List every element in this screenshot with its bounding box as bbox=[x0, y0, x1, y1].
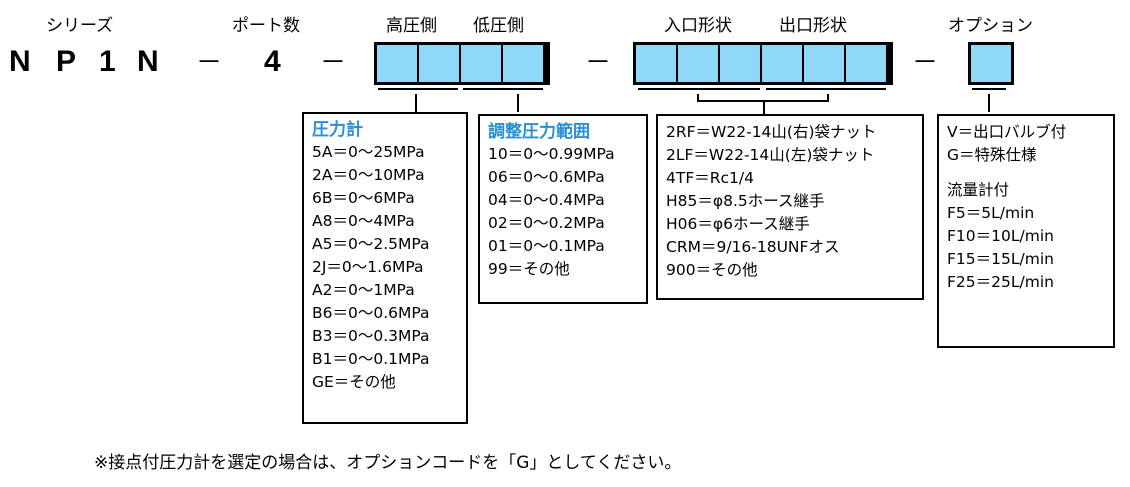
flow-item: F10＝10L/min bbox=[947, 227, 1054, 245]
shape-item: CRM＝9/16-18UNFオス bbox=[666, 238, 840, 256]
option-item: G＝特殊仕様 bbox=[947, 146, 1037, 164]
adjust-item: 04＝0～0.4MPa bbox=[488, 191, 605, 209]
option-header: オプション bbox=[948, 16, 1033, 36]
option-spacer bbox=[947, 167, 1105, 179]
series-letter-p: P bbox=[56, 45, 77, 78]
gauge-connector bbox=[415, 94, 417, 112]
outlet-shape-header: 出口形状 bbox=[779, 16, 847, 36]
gauge-item: B3＝0～0.3MPa bbox=[312, 327, 430, 345]
outlet-bracket-line bbox=[766, 88, 886, 90]
gauge-item: 5A＝0～25MPa bbox=[312, 143, 425, 161]
gauge-item: A5＝0～2.5MPa bbox=[312, 235, 430, 253]
gauge-box: 圧力計 5A＝0～25MPa 2A＝0～10MPa 6B＝0～6MPa A8＝0… bbox=[302, 112, 468, 424]
gauge-item: B1＝0～0.1MPa bbox=[312, 350, 430, 368]
gauge-item: 6B＝0～6MPa bbox=[312, 189, 415, 207]
series-letter-n2: N bbox=[137, 45, 159, 78]
port-count-digit: 4 bbox=[264, 45, 281, 78]
inlet-shape-header: 入口形状 bbox=[664, 16, 732, 36]
option-connector bbox=[988, 94, 990, 112]
low-side-cell-2 bbox=[503, 45, 543, 82]
adjust-item: 10＝0～0.99MPa bbox=[488, 145, 615, 163]
adjust-range-box: 調整圧力範囲 10＝0～0.99MPa 06＝0～0.6MPa 04＝0～0.4… bbox=[478, 114, 648, 304]
high-side-header: 高圧側 bbox=[386, 16, 437, 36]
adjust-item: 01＝0～0.1MPa bbox=[488, 237, 605, 255]
adjust-item: 99＝その他 bbox=[488, 260, 570, 278]
shape-item: 900＝その他 bbox=[666, 261, 758, 279]
high-bracket-line bbox=[378, 88, 458, 90]
low-side-header: 低圧側 bbox=[473, 16, 524, 36]
shape-item: H06＝φ6ホース継手 bbox=[666, 215, 810, 233]
inlet-bracket-line bbox=[638, 88, 760, 90]
separator-dash: － bbox=[320, 47, 347, 77]
option-bracket-line bbox=[972, 88, 1006, 90]
gauge-item: 2A＝0～10MPa bbox=[312, 166, 425, 184]
gauge-item: GE＝その他 bbox=[312, 373, 396, 391]
ports-header: ポート数 bbox=[232, 16, 300, 36]
footnote: ※接点付圧力計を選定の場合は、オプションコードを「G」としてください。 bbox=[94, 453, 682, 473]
series-header: シリーズ bbox=[46, 16, 114, 36]
shape-item: 4TF＝Rc1/4 bbox=[666, 169, 754, 187]
adjust-title: 調整圧力範囲 bbox=[488, 122, 590, 142]
shape-box: 2RF＝W22-14山(右)袋ナット 2LF＝W22-14山(左)袋ナット 4T… bbox=[656, 114, 924, 300]
adjust-item: 06＝0～0.6MPa bbox=[488, 168, 605, 186]
adjust-connector bbox=[517, 94, 519, 112]
shape-item: H85＝φ8.5ホース継手 bbox=[666, 192, 825, 210]
gauge-item: A2＝0～1MPa bbox=[312, 281, 415, 299]
gauge-item: A8＝0～4MPa bbox=[312, 212, 415, 230]
low-side-cell-1 bbox=[461, 45, 501, 82]
gauge-title: 圧力計 bbox=[312, 120, 363, 140]
option-code-cells bbox=[968, 42, 1014, 85]
separator-dash: － bbox=[585, 47, 612, 77]
inlet-cell-2 bbox=[678, 45, 718, 82]
flow-meter-title: 流量計付 bbox=[947, 181, 1010, 199]
shape-item: 2RF＝W22-14山(右)袋ナット bbox=[666, 123, 877, 141]
flow-item: F5＝5L/min bbox=[947, 204, 1035, 222]
gauge-item: B6＝0～0.6MPa bbox=[312, 304, 430, 322]
shape-code-cells bbox=[633, 42, 893, 85]
option-item: V＝出口バルブ付 bbox=[947, 123, 1067, 141]
inlet-cell-3 bbox=[720, 45, 760, 82]
inlet-tick bbox=[697, 94, 699, 102]
outlet-cell-1 bbox=[762, 45, 802, 82]
series-letter-n: N bbox=[9, 45, 31, 78]
inlet-cell-1 bbox=[636, 45, 676, 82]
separator-dash: － bbox=[912, 47, 939, 77]
shape-item: 2LF＝W22-14山(左)袋ナット bbox=[666, 146, 875, 164]
pressure-code-cells bbox=[374, 42, 550, 85]
outlet-tick bbox=[827, 94, 829, 102]
separator-dash: － bbox=[196, 47, 223, 77]
flow-item: F15＝15L/min bbox=[947, 250, 1054, 268]
option-cell bbox=[971, 45, 1011, 82]
adjust-item: 02＝0～0.2MPa bbox=[488, 214, 605, 232]
option-box: V＝出口バルブ付 G＝特殊仕様 流量計付 F5＝5L/min F10＝10L/m… bbox=[937, 114, 1115, 348]
high-side-cell-1 bbox=[377, 45, 417, 82]
outlet-cell-3 bbox=[846, 45, 886, 82]
series-letter-1: 1 bbox=[99, 45, 116, 78]
flow-item: F25＝25L/min bbox=[947, 273, 1054, 291]
low-bracket-line bbox=[463, 88, 543, 90]
shape-connector bbox=[763, 100, 765, 114]
outlet-cell-2 bbox=[804, 45, 844, 82]
gauge-item: 2J＝0～1.6MPa bbox=[312, 258, 424, 276]
high-side-cell-2 bbox=[419, 45, 459, 82]
